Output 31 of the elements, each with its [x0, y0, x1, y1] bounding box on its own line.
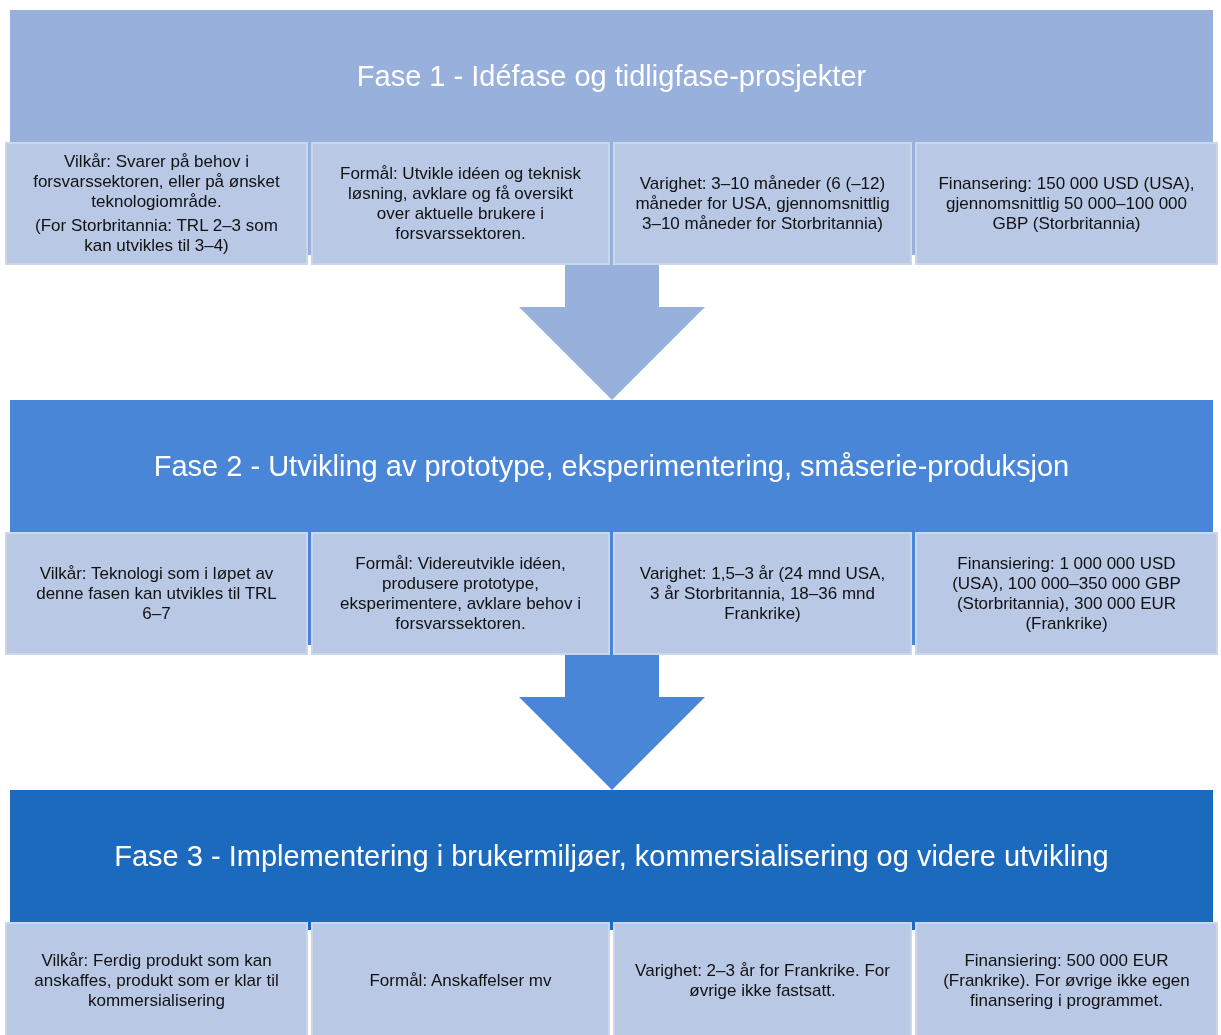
- phase-heading: Fase 3 - Implementering i brukermiljøer, kommersialisering og videre utvikling: [114, 838, 1109, 874]
- info-cell: [5, 922, 308, 1035]
- phase-heading: Fase 2 - Utvikling av prototype, eksperimentering, småserie-produksjon: [153, 448, 1070, 484]
- info-cell: [311, 142, 610, 265]
- info-cell: [5, 142, 308, 265]
- phase-band: [10, 790, 1213, 930]
- cell-text: Formål: Anskaffelser mv: [369, 970, 552, 991]
- info-cell: [5, 532, 308, 655]
- cell-text: Varighet: 3–10 måneder (6 (–12) måneder for USA, gjennomsnittlig 3–10 måneder for Storbritannia): [635, 173, 890, 234]
- cell-text: Varighet: 2–3 år for Frankrike. For øvrige ikke fastsatt.: [635, 960, 890, 1001]
- cell-text: (For Storbritannia: TRL 2–3 som kan utvikles til 3–4): [34, 215, 279, 256]
- block-arrow: [519, 645, 705, 790]
- cell-text: Vilkår: Teknologi som i løpet av denne fasen kan utvikles til TRL 6–7: [35, 563, 278, 624]
- info-cell: [311, 922, 610, 1035]
- info-cell: [613, 142, 912, 265]
- cell-text: Vilkår: Svarer på behov i forsvarssektoren, eller på ønsket teknologiområde.: [32, 151, 281, 212]
- info-cell: [613, 532, 912, 655]
- info-cell: [915, 922, 1218, 1035]
- block-arrow: [519, 255, 705, 400]
- info-cell: [915, 532, 1218, 655]
- cell-text: Formål: Videreutvikle idéen, produsere prototype, eksperimentere, avklare behov i forsvarssektoren.: [339, 553, 582, 634]
- cell-text: Vilkår: Ferdig produkt som kan anskaffes, produkt som er klar til kommersialisering: [33, 950, 280, 1011]
- info-cell: [613, 922, 912, 1035]
- cell-text: Finansering: 150 000 USD (USA), gjennomsnittlig 50 000–100 000 GBP (Storbritannia): [937, 173, 1196, 234]
- info-cell: [915, 142, 1218, 265]
- info-cell: [311, 532, 610, 655]
- cell-text: Finansiering: 1 000 000 USD (USA), 100 000–350 000 GBP (Storbritannia), 300 000 EUR (Frankrike): [951, 553, 1182, 634]
- cell-text: Finansiering: 500 000 EUR (Frankrike). For øvrige ikke egen finansering i programmet.: [942, 950, 1191, 1011]
- phase-heading: Fase 1 - Idéfase og tidligfase-prosjekter: [356, 58, 867, 94]
- cell-text: Varighet: 1,5–3 år (24 mnd USA, 3 år Storbritannia, 18–36 mnd Frankrike): [638, 563, 887, 624]
- cell-text: Formål: Utvikle idéen og teknisk løsning, avklare og få oversikt over aktuelle brukere i forsvarssektoren.: [339, 163, 582, 244]
